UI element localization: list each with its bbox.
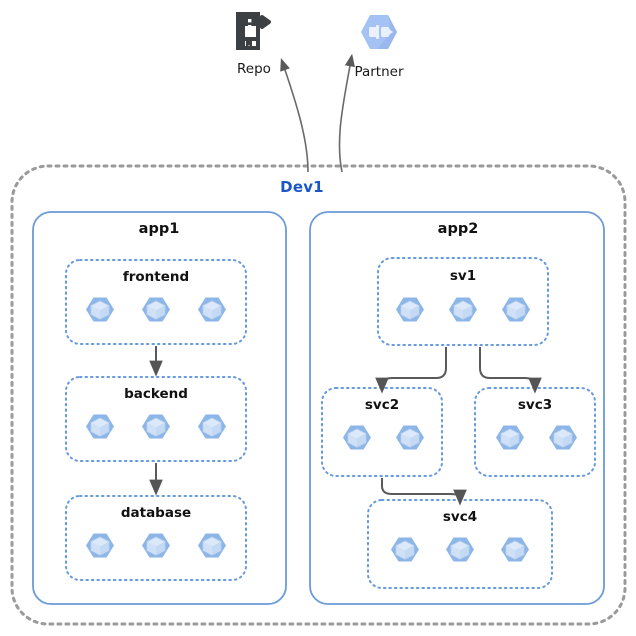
app2-container[interactable] bbox=[309, 211, 605, 605]
arrow-svc2-to-svc4 bbox=[381, 478, 467, 506]
repository-export-icon bbox=[236, 12, 271, 50]
partner-hexagon-icon bbox=[361, 15, 397, 49]
environment-label: Dev1 bbox=[280, 178, 324, 196]
service-box-frontend[interactable] bbox=[65, 259, 247, 345]
arrow-sv1-to-svc2 bbox=[375, 347, 447, 394]
service-label-frontend: frontend bbox=[122, 269, 190, 285]
service-box-backend[interactable] bbox=[65, 376, 247, 462]
arrow-sv1-to-svc3 bbox=[479, 347, 542, 394]
arrow-dev1-to-repo bbox=[280, 57, 309, 173]
environment-boundary bbox=[10, 164, 627, 626]
service-box-sv1[interactable] bbox=[377, 257, 549, 346]
service-label-database: database bbox=[120, 505, 192, 521]
service-label-sv1: sv1 bbox=[449, 268, 477, 284]
service-label-svc3: svc3 bbox=[517, 397, 553, 413]
service-box-database[interactable] bbox=[65, 495, 247, 581]
repo-label: Repo bbox=[237, 61, 271, 77]
arrow-dev1-to-partner bbox=[338, 53, 355, 173]
service-label-svc4: svc4 bbox=[442, 509, 478, 525]
service-label-svc2: svc2 bbox=[364, 397, 400, 413]
partner-icon-wrapper[interactable] bbox=[357, 10, 401, 54]
repo-icon-wrapper[interactable] bbox=[232, 10, 276, 54]
partner-label: Partner bbox=[354, 64, 404, 80]
service-label-backend: backend bbox=[124, 386, 188, 402]
app2-label: app2 bbox=[437, 221, 479, 237]
app1-label: app1 bbox=[138, 221, 180, 237]
